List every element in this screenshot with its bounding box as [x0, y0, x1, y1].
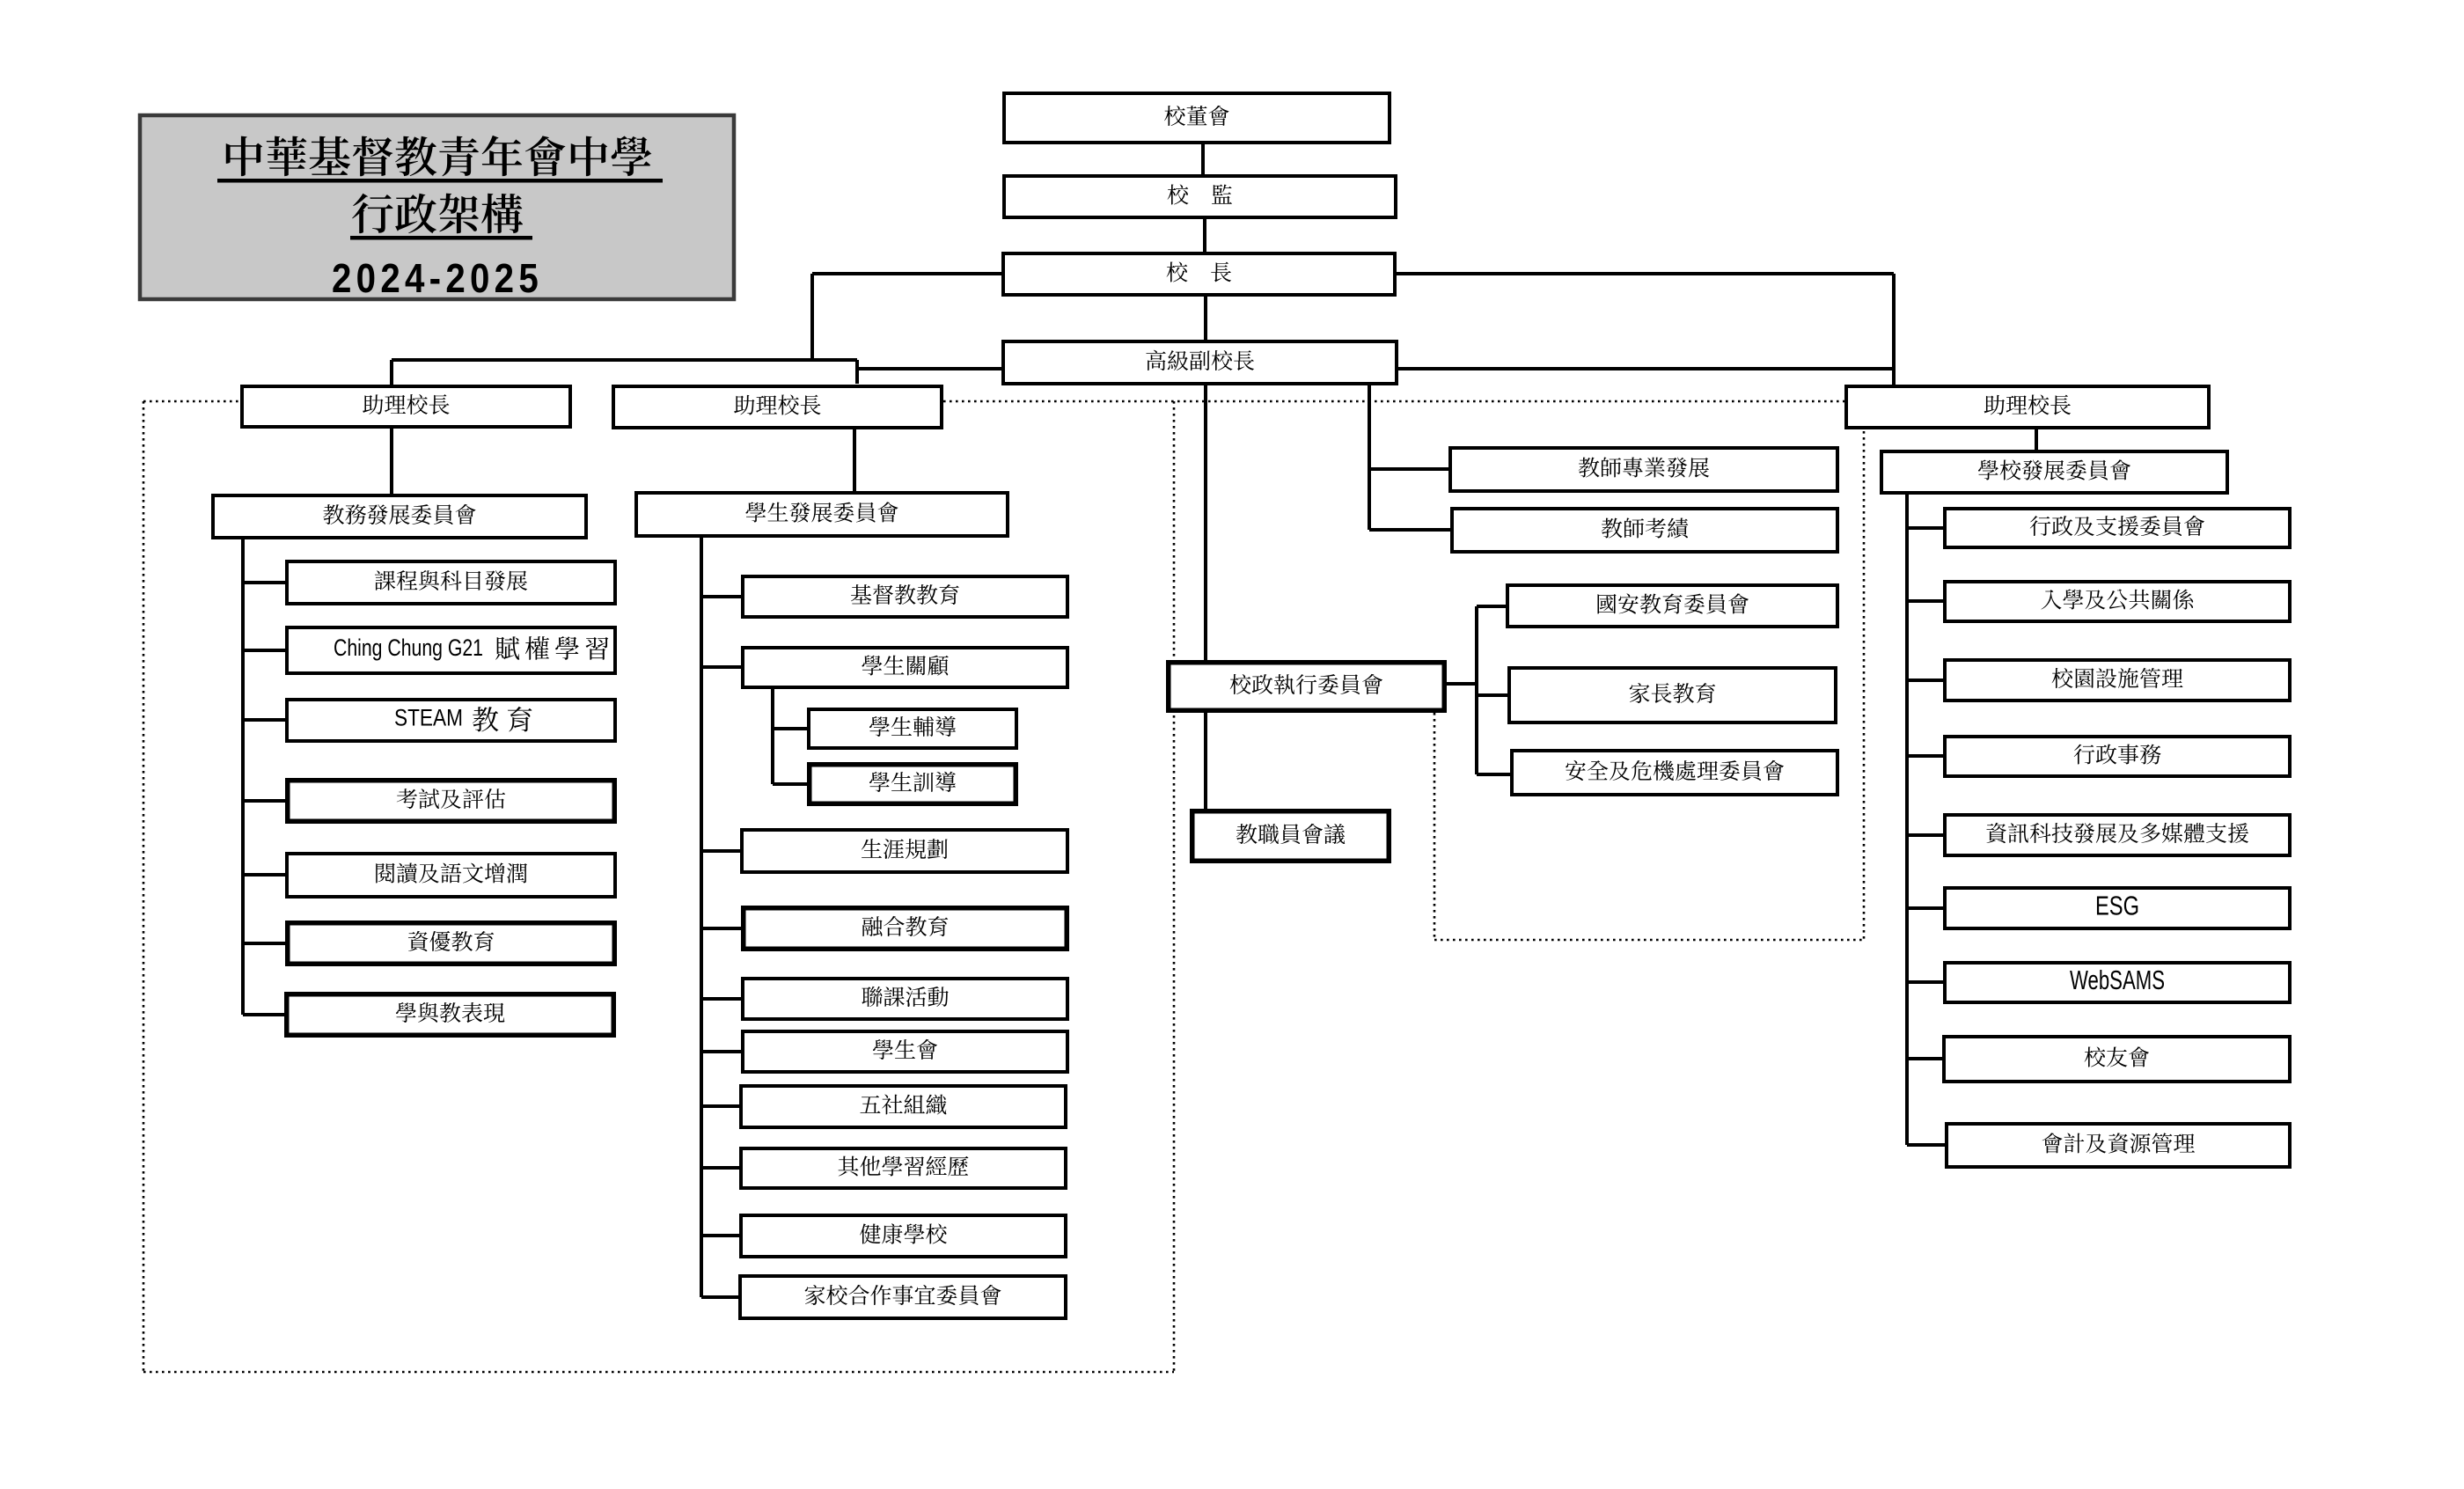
- svg-text:校友會: 校友會: [2084, 1041, 2150, 1073]
- svg-text:教務發展委員會: 教務發展委員會: [322, 498, 476, 530]
- svg-text:家校合作事宜委員會: 家校合作事宜委員會: [803, 1279, 1001, 1310]
- svg-text:學生關顧: 學生關顧: [861, 649, 949, 681]
- svg-text:行政事務: 行政事務: [2073, 738, 2161, 770]
- svg-text:行政架構: 行政架構: [351, 181, 524, 243]
- svg-text:國安教育委員會: 國安教育委員會: [1595, 588, 1749, 620]
- svg-text:校董會: 校董會: [1163, 99, 1229, 131]
- svg-text:校 監: 校 監: [1167, 179, 1233, 210]
- svg-text:學生輔導: 學生輔導: [869, 710, 957, 742]
- svg-text:行政及支援委員會: 行政及支援委員會: [2029, 510, 2205, 541]
- svg-text:教職員會議: 教職員會議: [1236, 818, 1346, 849]
- svg-text:助理校長: 助理校長: [1984, 389, 2072, 421]
- svg-text:校政執行委員會: 校政執行委員會: [1229, 668, 1383, 700]
- svg-text:教師專業發展: 教師專業發展: [1578, 451, 1710, 483]
- svg-text:課程與科目發展: 課程與科目發展: [374, 564, 528, 596]
- svg-text:學生發展委員會: 學生發展委員會: [744, 496, 898, 528]
- svg-text:其他學習經歷: 其他學習經歷: [837, 1150, 969, 1182]
- svg-text:健康學校: 健康學校: [859, 1218, 947, 1250]
- svg-text:五社組織: 五社組織: [859, 1089, 947, 1120]
- svg-text:賦權學習: 賦權學習: [495, 630, 614, 666]
- svg-text:校園設施管理: 校園設施管理: [2051, 662, 2183, 693]
- svg-text:高級副校長: 高級副校長: [1145, 344, 1255, 376]
- svg-text:助理校長: 助理校長: [733, 389, 821, 421]
- svg-text:Ching Chung G21: Ching Chung G21: [334, 634, 483, 661]
- svg-text:聯課活動: 聯課活動: [861, 980, 949, 1012]
- svg-text:教師考績: 教師考績: [1601, 512, 1689, 544]
- svg-text:家長教育: 家長教育: [1628, 677, 1716, 708]
- svg-text:教育: 教育: [472, 698, 540, 737]
- svg-text:中華基督教青年會中學: 中華基督教青年會中學: [222, 124, 653, 186]
- svg-text:安全及危機處理委員會: 安全及危機處理委員會: [1565, 754, 1785, 786]
- svg-text:WebSAMS: WebSAMS: [2070, 965, 2165, 995]
- svg-text:閱讀及語文增潤: 閱讀及語文增潤: [374, 857, 528, 889]
- svg-text:ESG: ESG: [2095, 891, 2139, 921]
- svg-text:會計及資源管理: 會計及資源管理: [2041, 1127, 2195, 1159]
- svg-text:校 長: 校 長: [1166, 256, 1232, 288]
- svg-text:學與教表現: 學與教表現: [395, 996, 505, 1028]
- svg-text:資優教育: 資優教育: [407, 925, 495, 957]
- svg-text:資訊科技發展及多媒體支援: 資訊科技發展及多媒體支援: [1985, 817, 2249, 848]
- svg-text:2024-2025: 2024-2025: [332, 255, 543, 301]
- svg-text:考試及評估: 考試及評估: [396, 782, 506, 814]
- svg-text:助理校長: 助理校長: [362, 388, 450, 420]
- svg-text:STEAM: STEAM: [394, 705, 463, 731]
- svg-text:融合教育: 融合教育: [861, 910, 949, 942]
- svg-text:學生會: 學生會: [872, 1033, 938, 1065]
- svg-text:生涯規劃: 生涯規劃: [861, 833, 949, 864]
- svg-text:基督教教育: 基督教教育: [850, 578, 960, 610]
- svg-text:入學及公共關係: 入學及公共關係: [2040, 583, 2194, 615]
- svg-text:學校發展委員會: 學校發展委員會: [1977, 454, 2131, 486]
- svg-text:學生訓導: 學生訓導: [869, 766, 957, 797]
